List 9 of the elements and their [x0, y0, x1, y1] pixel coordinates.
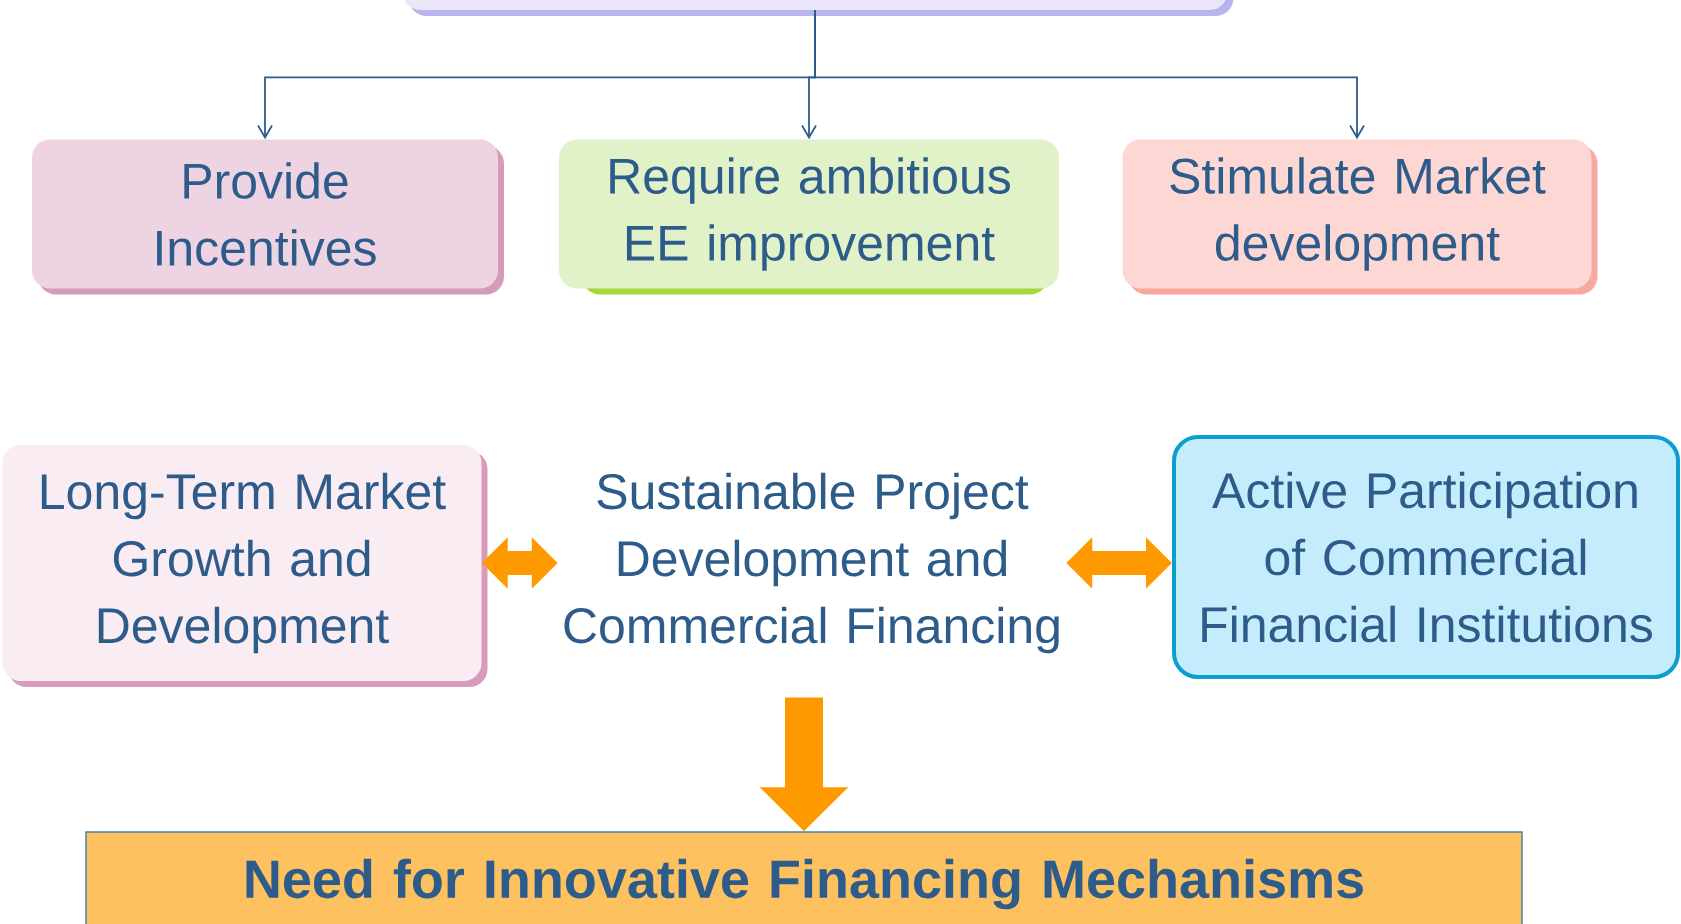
process-text: Sustainable Project Development and Commercial Financing: [564, 472, 1059, 654]
process-box: [402, 0, 1234, 16]
conclusion-banner: Need for Innovative Financing Mechanisms: [85, 831, 1523, 924]
process-box: Long-Term Market Growth and Development: [2, 445, 488, 687]
process-box: Provide Incentives: [32, 139, 504, 295]
process-box: Require ambitious EE improvement: [559, 139, 1059, 295]
arrow: [814, 9, 1365, 140]
process-box: Stimulate Market development: [1122, 139, 1598, 295]
process-box: Active Participation of Commercial Financial Institutions: [1172, 435, 1680, 679]
